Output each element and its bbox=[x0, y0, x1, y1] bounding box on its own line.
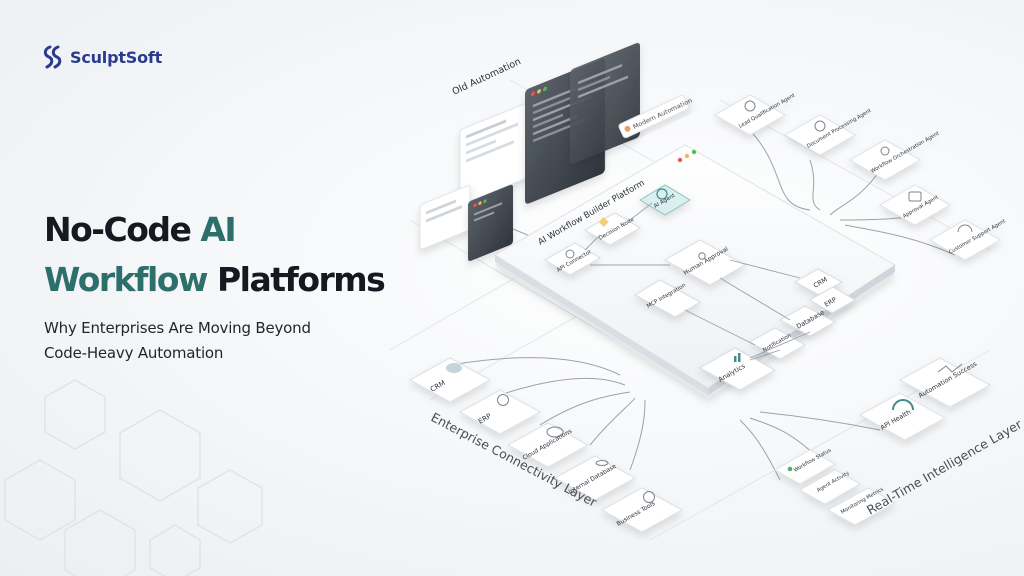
window-dot-red bbox=[677, 157, 683, 163]
erp-gear-icon bbox=[497, 394, 509, 406]
gauge-icon bbox=[892, 399, 914, 411]
lead-agent-icon bbox=[744, 100, 756, 112]
title-text-no-code: No-Code bbox=[44, 210, 201, 249]
ai-agent-icon bbox=[656, 188, 668, 200]
page-subtitle: Why Enterprises Are Moving Beyond Code-H… bbox=[44, 316, 311, 366]
window-dot-yellow bbox=[684, 153, 690, 159]
node-human-approval[interactable]: Human Approval bbox=[663, 239, 747, 286]
subtitle-line-2: Code-Heavy Automation bbox=[44, 344, 224, 362]
intel-agent-activity[interactable]: Agent Activity bbox=[798, 469, 862, 505]
cloud-icon bbox=[546, 426, 564, 438]
hexagon-pattern-decoration bbox=[4, 379, 263, 576]
platform-flow-lines bbox=[584, 202, 811, 361]
headset-icon bbox=[957, 224, 973, 233]
node-notification[interactable]: Notification bbox=[748, 327, 807, 360]
connectivity-layer: CRM ERP Cloud Applications Internal Data… bbox=[408, 357, 684, 533]
cloud-crm-icon bbox=[446, 363, 462, 373]
workflow-diagram: Old Automation bbox=[390, 20, 1024, 576]
document-gear-icon bbox=[814, 120, 826, 132]
node-mcp-integration[interactable]: MCP Integration bbox=[633, 279, 702, 318]
agent-lead-qualification[interactable]: Lead Qualification Agent bbox=[713, 93, 796, 136]
status-dot-icon bbox=[787, 466, 793, 472]
old-automation-label: Old Automation bbox=[451, 56, 523, 97]
title-line-2: Workflow Platforms bbox=[44, 255, 386, 305]
briefcase-icon bbox=[908, 191, 922, 202]
title-text-workflow: Workflow bbox=[44, 260, 208, 299]
title-text-ai: AI bbox=[200, 210, 236, 249]
connectivity-internal-db[interactable]: Internal Database bbox=[553, 455, 637, 501]
modern-automation-label: Modern Automation bbox=[632, 96, 694, 130]
orchestration-person-icon bbox=[880, 146, 890, 156]
api-gear-icon bbox=[565, 249, 575, 259]
database-icon bbox=[595, 460, 609, 466]
page-title: No-Code AI Workflow Platforms bbox=[44, 205, 386, 305]
title-text-platforms: Platforms bbox=[206, 260, 386, 299]
title-line-1: No-Code AI bbox=[44, 205, 384, 255]
analytics-bar-icon bbox=[734, 356, 737, 362]
node-analytics[interactable]: Analytics bbox=[698, 347, 777, 391]
brand-logo[interactable]: SculptSoft bbox=[42, 45, 162, 69]
person-icon bbox=[698, 252, 706, 260]
diagram-canvas: Old Automation bbox=[390, 43, 1024, 541]
agent-document-processing[interactable]: Document Processing Agent bbox=[783, 108, 872, 156]
connectivity-erp[interactable]: ERP bbox=[458, 389, 542, 435]
agent-workflow-orchestration[interactable]: Workflow Orchestration Agent bbox=[848, 131, 940, 181]
window-dot-green bbox=[691, 149, 697, 155]
agent-customer-support[interactable]: Customer Support Agent bbox=[928, 218, 1007, 261]
connectivity-cloud-apps[interactable]: Cloud Applications bbox=[506, 422, 590, 468]
node-ai-agent[interactable]: AI Agent bbox=[639, 184, 691, 216]
intelligence-layer-title: Real-Time Intelligence Layer bbox=[864, 416, 1024, 518]
intelligence-layer: Automation Success API Health Workflow S… bbox=[773, 357, 1024, 526]
ai-workflow-platform: AI Workflow Builder Platform AI Agent De… bbox=[494, 144, 896, 398]
connectivity-business-tools[interactable]: Business Tools bbox=[600, 487, 684, 533]
agents-group: Lead Qualification Agent Document Proces… bbox=[713, 93, 1007, 261]
node-erp[interactable]: ERP bbox=[809, 286, 856, 314]
intel-api-health[interactable]: API Health bbox=[858, 392, 947, 441]
sculptsoft-logo-icon bbox=[43, 45, 62, 69]
subtitle-line-1: Why Enterprises Are Moving Beyond bbox=[44, 319, 311, 337]
brand-name: SculptSoft bbox=[70, 47, 163, 67]
node-database[interactable]: Database bbox=[778, 305, 837, 337]
node-api-connector[interactable]: API Connector bbox=[544, 242, 601, 276]
tools-gear-icon bbox=[643, 491, 655, 503]
connectivity-crm[interactable]: CRM bbox=[408, 357, 492, 403]
success-trend-icon bbox=[937, 363, 963, 373]
intel-automation-success[interactable]: Automation Success bbox=[898, 357, 992, 408]
